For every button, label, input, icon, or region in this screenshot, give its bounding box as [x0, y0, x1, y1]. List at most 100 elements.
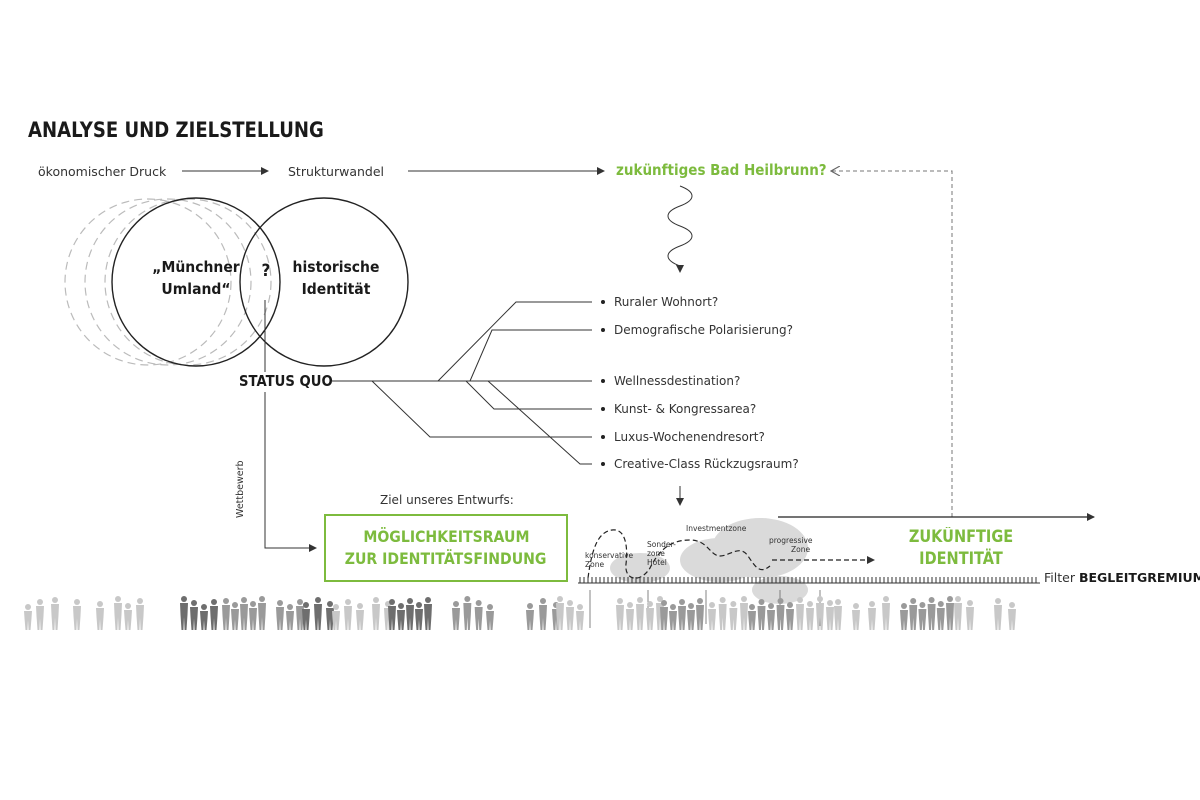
person-head: [869, 601, 875, 607]
person-head: [697, 598, 703, 604]
person-head: [637, 597, 643, 603]
person-head: [540, 598, 546, 604]
zone-investment: Investmentzone: [686, 524, 746, 533]
person-head: [938, 601, 944, 607]
person-head: [407, 598, 413, 604]
person-head: [74, 599, 80, 605]
option-luxus-wochenendresort: Luxus-Wochenendresort?: [614, 430, 765, 444]
person-body: [200, 611, 208, 630]
person-head: [817, 596, 823, 602]
person-body: [210, 606, 218, 630]
person-body: [576, 611, 584, 630]
person-body: [258, 603, 266, 630]
person-body: [852, 610, 860, 630]
person-head: [853, 603, 859, 609]
label-strukturwandel: Strukturwandel: [288, 164, 384, 179]
person-body: [1008, 609, 1016, 630]
person-body: [222, 605, 230, 630]
person-head: [967, 600, 973, 606]
person-body: [51, 604, 59, 630]
person-body: [806, 608, 814, 630]
person-body: [966, 607, 974, 630]
filter-begleitgremium: Filter BEGLEITGREMIUM: [1044, 570, 1200, 585]
person-head: [688, 603, 694, 609]
label-historische-identitaet: historische Identität: [289, 256, 383, 300]
person-head: [287, 604, 293, 610]
person-head: [759, 599, 765, 605]
person-body: [73, 606, 81, 630]
person-head: [827, 600, 833, 606]
person-body: [36, 606, 44, 630]
person-body: [180, 603, 188, 630]
person-head: [464, 596, 470, 602]
option-kunst-kongressarea: Kunst- & Kongressarea?: [614, 402, 756, 416]
person-head: [1009, 602, 1015, 608]
person-body: [946, 603, 954, 630]
person-body: [616, 605, 624, 630]
person-head: [835, 599, 841, 605]
person-head: [647, 601, 653, 607]
person-body: [114, 603, 122, 630]
person-head: [787, 602, 793, 608]
future-identity-label: ZUKÜNFTIGE IDENTITÄT: [895, 526, 1027, 570]
person-head: [627, 602, 633, 608]
person-body: [397, 610, 405, 630]
person-head: [883, 596, 889, 602]
label-wettbewerb: Wettbewerb: [235, 460, 246, 518]
person-body: [909, 605, 917, 630]
person-head: [741, 596, 747, 602]
person-body: [286, 611, 294, 630]
person-head: [768, 603, 774, 609]
person-head: [679, 599, 685, 605]
person-body: [918, 609, 926, 630]
question-future-bad-heilbrunn: zukünftiges Bad Heilbrunn?: [616, 161, 827, 179]
person-head: [241, 597, 247, 603]
person-body: [687, 610, 695, 630]
person-head: [709, 602, 715, 608]
person-body: [900, 610, 908, 630]
person-head: [955, 596, 961, 602]
person-head: [373, 597, 379, 603]
person-head: [232, 602, 238, 608]
person-body: [729, 608, 737, 630]
person-body: [356, 610, 364, 630]
person-body: [636, 604, 644, 630]
person-body: [669, 611, 677, 630]
person-head: [211, 599, 217, 605]
person-head: [297, 599, 303, 605]
person-head: [929, 597, 935, 603]
person-body: [424, 604, 432, 630]
person-body: [240, 604, 248, 630]
person-body: [994, 605, 1002, 630]
person-body: [868, 608, 876, 630]
person-head: [476, 600, 482, 606]
option-bullets: [601, 300, 605, 466]
person-head: [357, 603, 363, 609]
page-title: ANALYSE UND ZIELSTELLUNG: [28, 118, 324, 142]
person-head: [425, 597, 431, 603]
person-body: [24, 611, 32, 630]
person-head: [250, 601, 256, 607]
person-head: [527, 603, 533, 609]
person-head: [277, 600, 283, 606]
person-head: [807, 601, 813, 607]
person-body: [937, 608, 945, 630]
person-body: [249, 608, 257, 630]
person-body: [777, 605, 785, 630]
person-body: [646, 608, 654, 630]
person-head: [661, 600, 667, 606]
label-oekonomischer-druck: ökonomischer Druck: [38, 164, 166, 179]
person-head: [201, 604, 207, 610]
person-body: [954, 603, 962, 630]
person-body: [758, 606, 766, 630]
person-body: [231, 609, 239, 630]
label-muenchner-umland: „Münchner Umland“: [151, 256, 241, 300]
person-head: [901, 603, 907, 609]
person-head: [333, 604, 339, 610]
person-head: [115, 596, 121, 602]
box-line-1: MÖGLICHKEITSRAUM: [363, 526, 529, 548]
person-head: [327, 601, 333, 607]
box-line-2: ZUR IDENTITÄTSFINDUNG: [345, 548, 547, 570]
